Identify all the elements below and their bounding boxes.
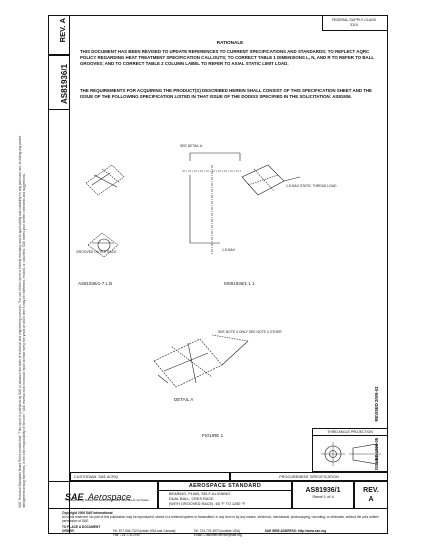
logo-cell: SAE Aerospace The Engineering Society Fo… [48,481,158,509]
figure-label: FIGURE 1 [202,433,224,438]
fsc-box [322,15,388,31]
note-right: 1.5 MAX STATIC THREAD LOAD [286,184,337,188]
federal-supply-class: FEDERAL SUPPLY CLASS 3110 [324,18,384,28]
note-left: GROOVED OUTER RACE [76,250,117,254]
rev-label: REV. [58,25,67,43]
technical-drawing: AS81936/1-7 L B MS81936/1 1 1 DETAIL A S… [76,144,337,438]
sae-logo: SAE Aerospace [65,487,131,505]
custodian-cell: CUSTODIAN: SAE ACRQ [70,472,230,481]
docno-box [48,55,70,110]
phone2: Tel: 724-776-4970 (outside USA) [193,529,241,534]
logo-text: Aerospace [87,492,131,502]
order-block: TO PLACE A DOCUMENT ORDER: Tel: 877-606-… [62,525,388,538]
requirements-text: THE REQUIREMENTS FOR ACQUIRING THE PRODU… [80,88,372,99]
left-view-lower [87,232,119,258]
fsc-value: 3110 [350,23,358,27]
sheet-number: Sheet 1 of 4 [312,494,334,499]
custodian-label: CUSTODIAN: SAE ACRQ [74,475,118,479]
footer-rev-value: A [368,496,374,503]
detail-a-sketch [153,334,249,388]
center-view [182,152,242,255]
order-label: TO PLACE A DOCUMENT ORDER: [62,525,101,534]
docno-cell: AS81936/1 Sheet 1 of 4 [292,481,354,509]
phone1: Tel: 877-606-7323 (inside USA and Canada… [112,529,176,534]
right-view-sketch [241,164,301,196]
note-top: SEE DETAIL A [180,144,203,148]
footer-doc-number: AS81936/1 [305,487,341,494]
footer-rev-label: REV. [363,487,379,494]
fsc-label: FEDERAL SUPPLY CLASS [331,18,377,22]
email[interactable]: Email: CustomerService@sae.org [193,533,242,538]
procurement-label: PROCUREMENT SPECIFICATION [279,475,339,479]
detail-label: DETAIL A [174,397,193,402]
copyright-block: Copyright 2009 SAE International All rig… [62,511,388,524]
title-cell: AEROSPACE STANDARD BEARING, PLAIN, SELF-… [158,481,292,509]
title-line-2: DUAL BALL, CRES RACE [169,497,214,501]
note-bottom: 1.5 MAX [222,248,236,252]
rights: All rights reserved. No part of this pub… [62,515,379,524]
sae-rules-side-text: SAE Technical Standards Board Rules prov… [18,135,27,508]
copyright: Copyright 2009 SAE International [62,511,113,515]
rev-value: A [58,18,67,24]
left-view-label: AS81936/1-7 L B [78,281,112,286]
standard-label: AEROSPACE STANDARD [159,482,291,491]
logo-prefix: SAE [65,492,84,502]
projection-box: THIRD ANGLE PROJECTION [312,428,388,472]
doc-number-top: AS81936/1 [60,64,69,105]
rev-top-label: REV. A [58,18,67,42]
doc-title: BEARING, PLAIN, SELF-ALIGNING DUAL BALL,… [159,491,291,507]
fax: Fax: 724-776-0790 [112,533,140,538]
logo-sub: The Engineering Society For Advancing Mo… [65,499,149,502]
projection-title: THIRD ANGLE PROJECTION [313,429,387,436]
sae-url[interactable]: SAE WEB ADDRESS: http://www.sae.org [264,529,327,534]
procurement-cell: PROCUREMENT SPECIFICATION [230,472,388,481]
center-view-label: MS81936/1 1 1 [224,281,255,286]
title-line-3: (WITH GROOVED RACE) -65 °F TO 1250 °F [169,502,246,506]
rationale-text: THIS DOCUMENT HAS BEEN REVISED TO UPDATE… [80,49,375,66]
revised-date: REVISED 2009-03 [374,386,379,422]
rev-box [48,15,70,55]
note-detail: SEE NOTE 4 ONLY SEE NOTE 4 OTHER [218,330,282,334]
title-line-1: BEARING, PLAIN, SELF-ALIGNING [169,492,231,496]
footer-rev-cell: REV. A [354,481,388,509]
projection-icon [321,442,381,466]
left-view-sketch [85,164,125,196]
rationale-title: RATIONALE [216,40,244,45]
